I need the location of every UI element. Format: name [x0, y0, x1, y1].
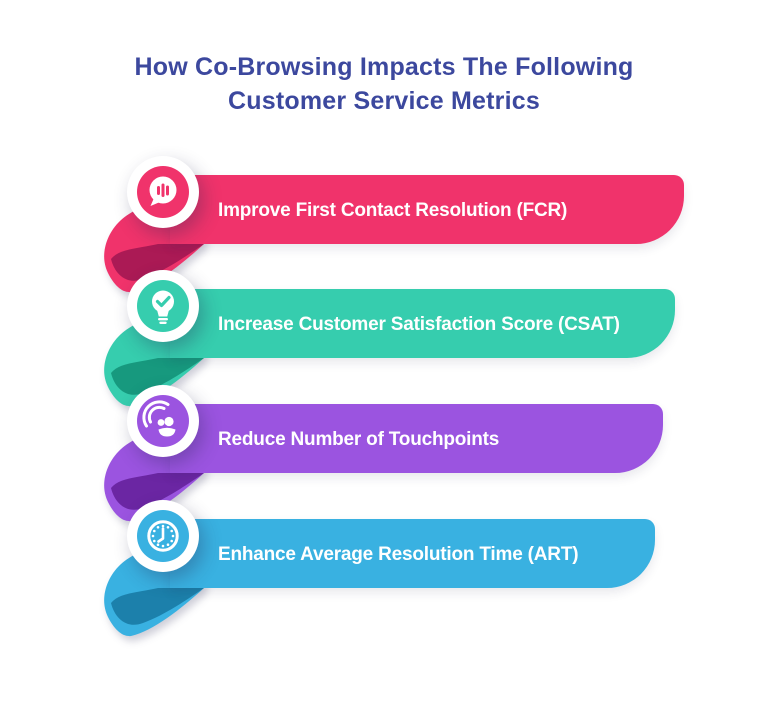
ribbon-badge — [127, 156, 199, 228]
ribbon-label: Improve First Contact Resolution (FCR) — [218, 200, 568, 221]
ribbon-item-art: Enhance Average Resolution Time (ART) — [0, 500, 768, 689]
touchpoints-icon — [137, 395, 189, 447]
ribbon-item-csat: Increase Customer Satisfaction Score (CS… — [0, 270, 768, 459]
ribbon-band: Reduce Number of Touchpoints — [170, 404, 663, 473]
ribbon-label: Increase Customer Satisfaction Score (CS… — [218, 314, 620, 335]
voice-chat-icon — [137, 166, 189, 218]
ribbon-item-touchpoints: Reduce Number of Touchpoints — [0, 385, 768, 574]
page-title-line1: How Co-Browsing Impacts The Following — [134, 53, 634, 81]
ribbon-badge — [127, 385, 199, 457]
ribbon-item-fcr: Improve First Contact Resolution (FCR) — [0, 156, 768, 345]
page-title: How Co-Browsing Impacts The Following Cu… — [0, 50, 768, 118]
ribbon-label: Reduce Number of Touchpoints — [218, 429, 500, 450]
ribbon-badge — [127, 270, 199, 342]
ribbon-band: Improve First Contact Resolution (FCR) — [170, 175, 684, 244]
ribbon-band: Increase Customer Satisfaction Score (CS… — [170, 289, 675, 358]
lightbulb-check-icon — [137, 280, 189, 332]
page-title-line2: Customer Service Metrics — [228, 87, 540, 115]
clock-icon — [137, 510, 189, 562]
ribbon-badge — [127, 500, 199, 572]
ribbon-band: Enhance Average Resolution Time (ART) — [170, 519, 655, 588]
ribbon-label: Enhance Average Resolution Time (ART) — [218, 544, 579, 565]
